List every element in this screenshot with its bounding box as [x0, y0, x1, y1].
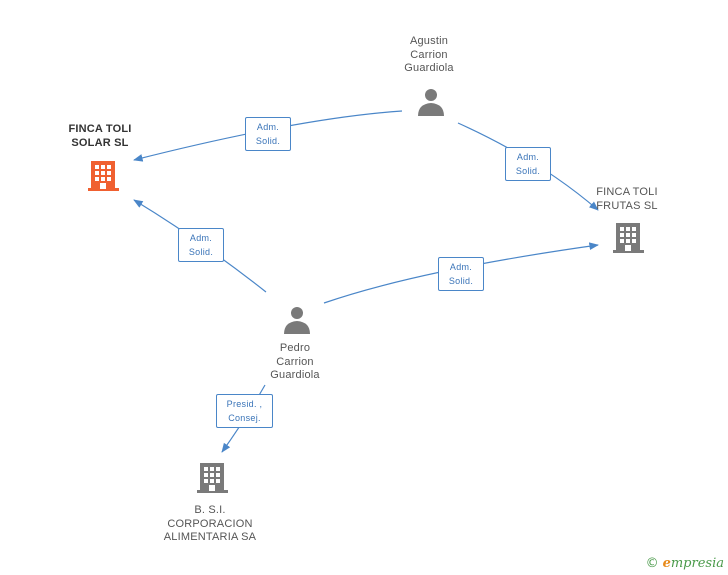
edge-label-agustin-solar: Adm. Solid.	[245, 117, 291, 151]
building-icon[interactable]	[197, 463, 228, 493]
node-label-agustin[interactable]: Agustin Carrion Guardiola	[404, 35, 454, 74]
person-icon[interactable]	[284, 307, 310, 334]
copyright-icon: ©	[645, 556, 659, 571]
node-label-finca-solar[interactable]: FINCA TOLI SOLAR SL	[68, 123, 132, 149]
node-label-bsi[interactable]: B. S.I. CORPORACION ALIMENTARIA SA	[163, 504, 257, 543]
edge-label-agustin-frutas: Adm. Solid.	[505, 147, 551, 181]
person-icon[interactable]	[418, 89, 444, 116]
edge-label-pedro-solar: Adm. Solid.	[178, 228, 224, 262]
empresia-logo[interactable]: ©empresia	[645, 556, 724, 571]
edge-label-pedro-frutas: Adm. Solid.	[438, 257, 484, 291]
building-icon[interactable]	[613, 223, 644, 253]
node-label-finca-frutas[interactable]: FINCA TOLI FRUTAS SL	[596, 186, 658, 212]
building-icon[interactable]	[88, 161, 119, 191]
node-label-pedro[interactable]: Pedro Carrion Guardiola	[270, 342, 320, 381]
edge-label-pedro-bsi: Presid. , Consej.	[216, 394, 273, 428]
